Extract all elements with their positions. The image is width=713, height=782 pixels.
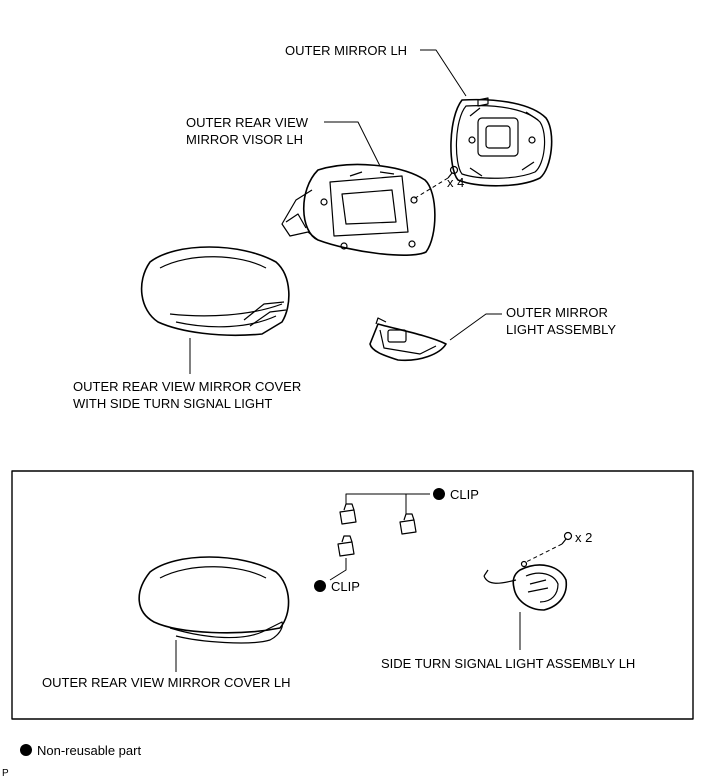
label-outer-mirror: OUTER MIRROR LH bbox=[285, 43, 408, 58]
label-screw-count-top: x 4 bbox=[447, 175, 465, 190]
mirror-visor-part bbox=[281, 163, 436, 257]
clip-top-text: CLIP bbox=[450, 487, 479, 502]
clip-part-1 bbox=[339, 503, 357, 525]
label-clip-bottom: CLIP bbox=[314, 578, 360, 595]
screw-part-box bbox=[561, 531, 573, 545]
cover-with-signal-part bbox=[140, 246, 290, 337]
mirror-cover-part bbox=[138, 556, 290, 644]
non-reusable-icon bbox=[314, 580, 326, 592]
non-reusable-icon bbox=[433, 488, 445, 500]
mirror-light-part bbox=[369, 317, 447, 362]
screw-part-top bbox=[447, 165, 459, 179]
non-reusable-icon bbox=[20, 744, 32, 756]
clip-part-2 bbox=[399, 513, 417, 535]
label-screw-count-box: x 2 bbox=[575, 530, 593, 545]
outer-mirror-part bbox=[450, 97, 553, 187]
label-side-turn-signal: SIDE TURN SIGNAL LIGHT ASSEMBLY LH bbox=[381, 656, 636, 671]
clip-part-3 bbox=[337, 535, 355, 557]
label-mirror-light: OUTER MIRROR LIGHT ASSEMBLY bbox=[506, 305, 617, 337]
label-mirror-cover: OUTER REAR VIEW MIRROR COVER LH bbox=[42, 675, 291, 690]
corner-mark: P bbox=[2, 768, 9, 779]
label-clip-top: CLIP bbox=[433, 486, 479, 503]
label-cover-with-signal: OUTER REAR VIEW MIRROR COVER WITH SIDE T… bbox=[73, 379, 302, 411]
legend-non-reusable: Non-reusable part bbox=[20, 742, 141, 759]
side-turn-signal-part bbox=[483, 560, 568, 611]
label-mirror-visor: OUTER REAR VIEW MIRROR VISOR LH bbox=[186, 115, 309, 147]
detail-box bbox=[11, 470, 694, 720]
legend-text: Non-reusable part bbox=[37, 743, 142, 758]
clip-bottom-text: CLIP bbox=[331, 579, 360, 594]
